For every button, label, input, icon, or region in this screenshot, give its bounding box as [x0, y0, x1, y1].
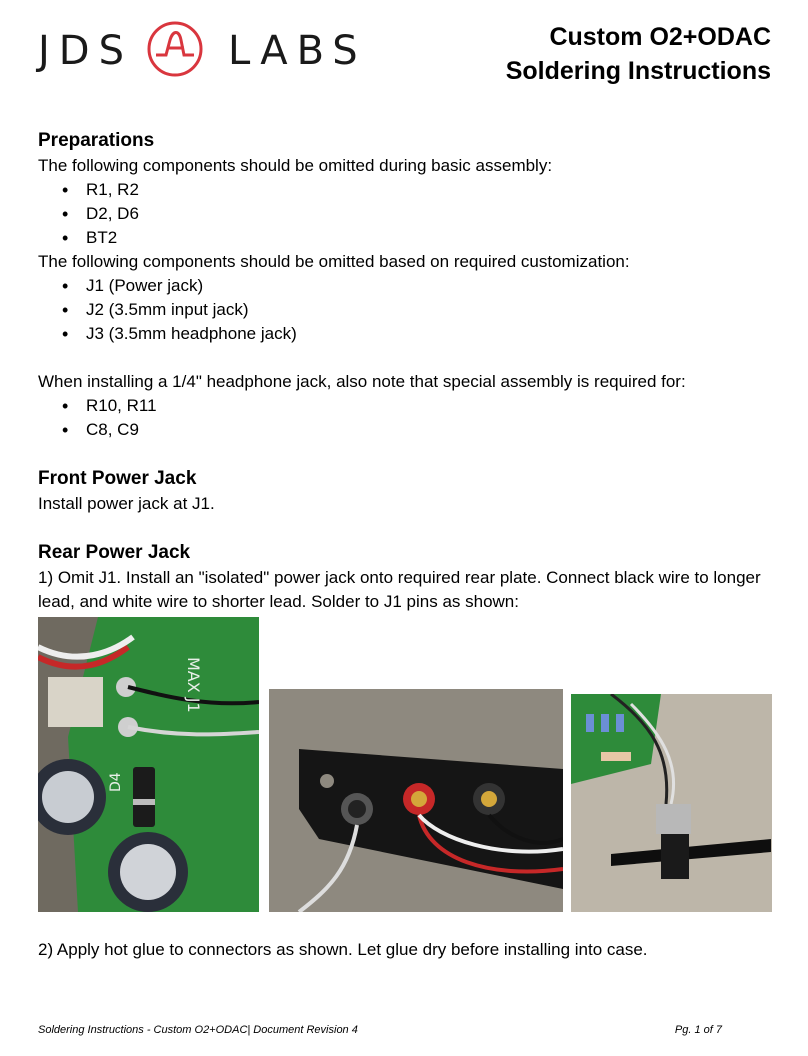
list-item: J2 (3.5mm input jack)	[62, 298, 778, 322]
footer-document-info: Soldering Instructions - Custom O2+ODAC|…	[38, 1024, 358, 1036]
preparations-intro-1: The following components should be omitt…	[38, 156, 553, 175]
diode-silkscreen-label: D4	[108, 772, 124, 792]
logo-text-jds: JDS	[38, 28, 133, 74]
pcb-closeup-image: MAX J1 D4	[38, 617, 259, 912]
preparations-heading: Preparations	[38, 130, 155, 151]
document-body: Preparations The following components sh…	[38, 128, 778, 614]
logo-text-labs: LABS	[228, 28, 367, 74]
rear-power-jack-heading: Rear Power Jack	[38, 542, 191, 563]
omitted-custom-list: J1 (Power jack) J2 (3.5mm input jack) J3…	[38, 274, 778, 346]
list-item: R1, R2	[62, 178, 778, 202]
photo-strip: MAX J1 D4	[38, 617, 772, 913]
list-item: C8, C9	[62, 418, 778, 442]
pcb-silkscreen-label: MAX J1	[184, 657, 203, 713]
rear-power-jack-step-2: 2) Apply hot glue to connectors as shown…	[38, 940, 648, 959]
logo-mark-icon	[147, 21, 203, 77]
mounted-jack-photo	[571, 694, 772, 912]
spacer	[38, 516, 778, 540]
pcb-closeup-photo: MAX J1 D4	[38, 617, 259, 912]
list-item: R10, R11	[62, 394, 778, 418]
omitted-basic-list: R1, R2 D2, D6 BT2	[38, 178, 778, 250]
jds-labs-logo: JDS LABS	[38, 18, 358, 78]
front-power-jack-heading: Front Power Jack	[38, 468, 197, 489]
list-item: D2, D6	[62, 202, 778, 226]
mounted-jack-image	[571, 694, 772, 912]
rear-plate-image	[269, 689, 563, 912]
list-item: J1 (Power jack)	[62, 274, 778, 298]
spacer	[38, 442, 778, 466]
preparations-intro-3: When installing a 1/4" headphone jack, a…	[38, 372, 686, 391]
front-power-jack-text: Install power jack at J1.	[38, 494, 215, 513]
rear-power-jack-step-1: 1) Omit J1. Install an "isolated" power …	[38, 568, 761, 611]
list-item: J3 (3.5mm headphone jack)	[62, 322, 778, 346]
spacer	[38, 346, 778, 370]
preparations-intro-2: The following components should be omitt…	[38, 252, 630, 271]
document-title: Custom O2+ODAC Soldering Instructions	[506, 20, 771, 88]
list-item: BT2	[62, 226, 778, 250]
special-assembly-list: R10, R11 C8, C9	[38, 394, 778, 442]
rear-plate-photo	[269, 689, 563, 912]
title-line-2: Soldering Instructions	[505, 57, 771, 85]
footer-page-number: Pg. 1 of 7	[674, 1024, 722, 1036]
title-line-1: Custom O2+ODAC	[549, 23, 771, 51]
